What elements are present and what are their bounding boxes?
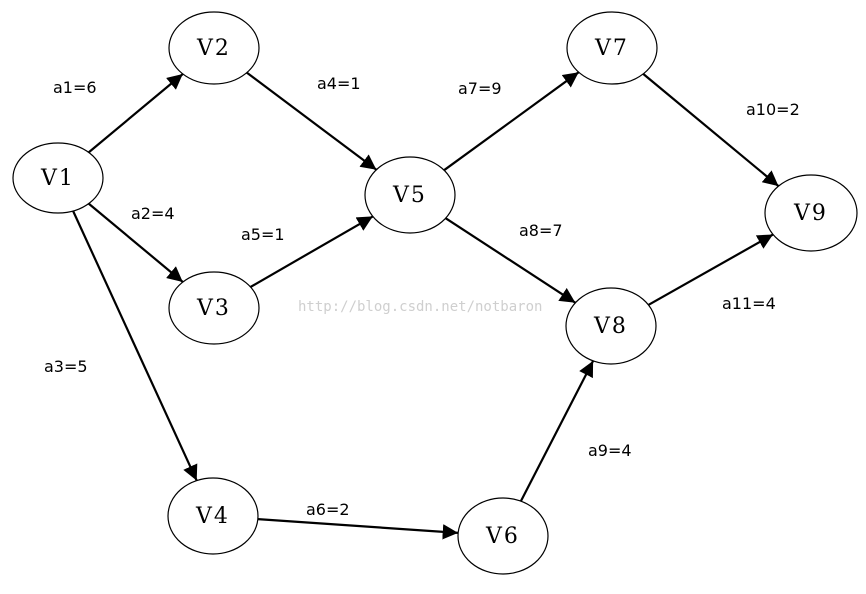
node-v4: V4: [167, 477, 259, 555]
edge-a11-label: a11=4: [722, 294, 776, 313]
node-v9: V9: [764, 174, 858, 252]
edge-a7-label: a7=9: [458, 79, 502, 98]
node-v6-circle: [457, 497, 549, 575]
edge-a2-label: a2=4: [131, 204, 175, 223]
edge-a3-label: a3=5: [44, 357, 88, 376]
edge-a4-label: a4=1: [317, 74, 361, 93]
node-v3-label: V3: [196, 296, 231, 321]
edge-a9-label: a9=4: [588, 441, 632, 460]
node-v7: V7: [566, 11, 658, 85]
watermark-text: http://blog.csdn.net/notbaron: [298, 299, 542, 315]
node-v8-circle: [565, 287, 657, 365]
node-v2-label: V2: [196, 36, 231, 61]
edge-a3-arrow: [72, 210, 198, 482]
node-v2-circle: [168, 11, 260, 85]
node-v5-label: V5: [392, 183, 427, 208]
edge-a5-label: a5=1: [241, 225, 285, 244]
edge-a1-arrow: [87, 73, 184, 154]
edge-a2-arrow: [87, 202, 184, 283]
edge-a4-arrow: [246, 71, 378, 171]
edge-a8-label: a8=7: [519, 221, 563, 240]
edge-a10-arrow: [642, 73, 780, 187]
node-v4-label: V4: [195, 504, 230, 529]
edge-a7-arrow: [443, 71, 580, 172]
edge-a6-label: a6=2: [306, 500, 350, 519]
node-v6: V6: [457, 497, 549, 575]
node-v4-circle: [167, 477, 259, 555]
node-v5-circle: [364, 156, 456, 234]
edge-a10-label: a10=2: [746, 100, 800, 119]
node-v2: V2: [168, 11, 260, 85]
edge-a11-arrow: [647, 233, 774, 306]
node-v5: V5: [364, 156, 456, 234]
node-v1-label: V1: [40, 166, 75, 191]
node-v3-circle: [168, 271, 260, 345]
edge-a5-arrow: [249, 215, 374, 288]
node-v8: V8: [565, 287, 657, 365]
node-v1: V1: [12, 142, 104, 214]
node-v8-label: V8: [593, 314, 628, 339]
node-v1-circle: [12, 142, 104, 214]
node-v9-label: V9: [793, 201, 828, 226]
edge-labels-layer: a1=6 a2=4 a3=5 a4=1 a5=1 a6=2 a7=9 a8=7 a9=4 a10=…: [44, 74, 800, 519]
node-v7-circle: [566, 11, 658, 85]
edge-a1-label: a1=6: [53, 78, 97, 97]
node-v3: V3: [168, 271, 260, 345]
edge-a9-arrow: [519, 360, 595, 502]
node-v6-label: V6: [485, 524, 520, 549]
node-v7-label: V7: [594, 36, 629, 61]
edges-layer: [72, 71, 780, 540]
node-v9-circle: [764, 174, 858, 252]
edge-a8-arrow: [444, 217, 577, 304]
edge-a6-arrow: [257, 518, 459, 540]
